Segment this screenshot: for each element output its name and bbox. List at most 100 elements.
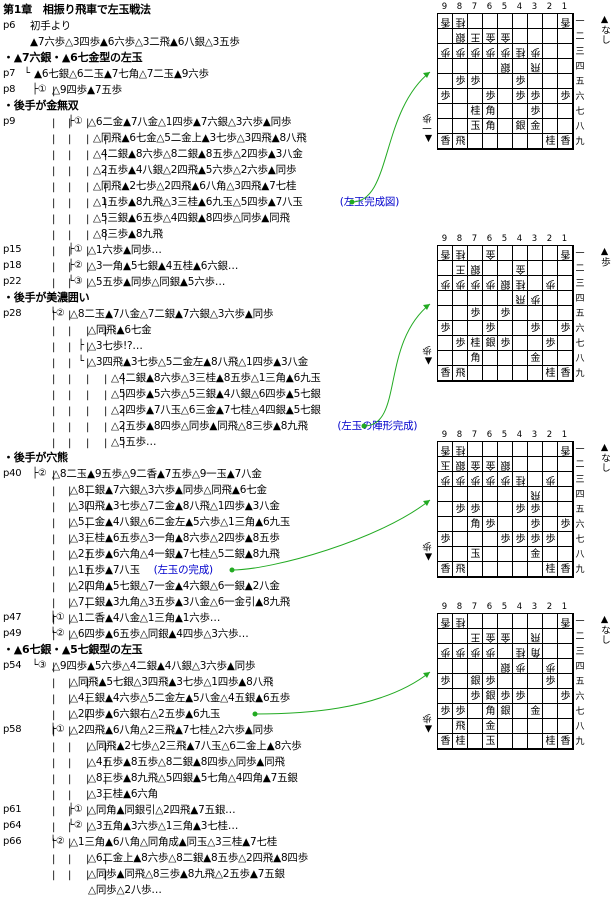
branch-marker: └ xyxy=(24,68,30,79)
shogi-piece: 金 xyxy=(485,248,496,259)
board-square xyxy=(483,614,498,629)
shogi-piece: 香 xyxy=(440,444,451,455)
shogi-piece: 金 xyxy=(485,31,496,42)
board-square xyxy=(438,547,453,562)
board-square xyxy=(483,134,498,149)
board-square xyxy=(543,457,558,472)
page-ref: p54 xyxy=(3,660,22,671)
board-square xyxy=(498,321,513,336)
shogi-piece: 歩 xyxy=(440,646,451,657)
shogi-piece: 銀 xyxy=(500,278,511,289)
board-square xyxy=(543,472,558,487)
board-square xyxy=(528,547,543,562)
board-square xyxy=(483,321,498,336)
board-square xyxy=(528,246,543,261)
shogi-piece: 歩 xyxy=(485,474,496,485)
board-square xyxy=(468,629,483,644)
shogi-piece: 歩 xyxy=(485,646,496,657)
move-text: △2五歩▲6六角△4一銀▲7七桂△5二銀▲8九飛 xyxy=(70,548,280,560)
board-square xyxy=(558,59,573,74)
shogi-piece: 歩 xyxy=(485,676,496,687)
board-square xyxy=(483,104,498,119)
board-square xyxy=(453,74,468,89)
board-square xyxy=(543,614,558,629)
board-square xyxy=(543,659,558,674)
rank-label: 三 xyxy=(575,475,585,485)
board-square xyxy=(498,14,513,29)
board-square xyxy=(483,246,498,261)
shogi-piece: 歩 xyxy=(515,534,526,545)
board-square xyxy=(438,336,453,351)
file-label: 6 xyxy=(486,234,493,244)
shogi-piece: 歩 xyxy=(545,474,556,485)
board-square xyxy=(453,134,468,149)
shogi-piece: 銀 xyxy=(500,61,511,72)
board-square xyxy=(498,734,513,749)
board-square xyxy=(453,659,468,674)
board-square xyxy=(453,547,468,562)
branch-marker: └② xyxy=(50,628,65,639)
board-square xyxy=(513,351,528,366)
board-square xyxy=(528,734,543,749)
shogi-piece: 桂 xyxy=(455,444,466,455)
board-square xyxy=(498,59,513,74)
board-square xyxy=(543,119,558,134)
board-square xyxy=(513,59,528,74)
gote-hand: ▲なし xyxy=(599,14,610,44)
board-square xyxy=(453,336,468,351)
board-square xyxy=(513,134,528,149)
move-text: △同角▲同銀引△2四飛▲7五銀… xyxy=(88,804,236,816)
board-square xyxy=(483,517,498,532)
board-square xyxy=(513,689,528,704)
rank-label: 二 xyxy=(575,264,585,274)
board-square xyxy=(438,502,453,517)
page-ref: p7 xyxy=(3,68,16,79)
board-square xyxy=(438,14,453,29)
board-square xyxy=(498,644,513,659)
shogi-piece: 桂 xyxy=(515,474,526,485)
shogi-piece: 銀 xyxy=(470,676,481,687)
board-grid: 香桂香銀王金金歩歩歩歩歩桂歩飛銀歩歩歩歩歩歩歩歩桂角歩玉角銀金香飛桂香 xyxy=(437,13,574,150)
tree-pipe: | xyxy=(86,422,89,433)
board-square xyxy=(513,119,528,134)
shogi-piece: 歩 xyxy=(560,91,571,102)
tree-pipe: | xyxy=(52,358,55,369)
board-square xyxy=(453,674,468,689)
board-square xyxy=(483,547,498,562)
shogi-piece: 歩 xyxy=(470,504,481,515)
shogi-piece: 角 xyxy=(470,353,481,364)
tree-pipe: | xyxy=(68,198,71,209)
board-square xyxy=(528,644,543,659)
move-text: △3三桂▲6五歩△3一角▲8六歩△2四歩▲8五歩 xyxy=(70,532,280,544)
shogi-piece: 歩 xyxy=(530,534,541,545)
tree-pipe: | xyxy=(86,406,89,417)
tree-pipe: | xyxy=(52,262,55,273)
move-text: △同飛▲6七金 xyxy=(88,324,152,336)
shogi-piece: 歩 xyxy=(470,308,481,319)
board-square xyxy=(468,547,483,562)
shogi-piece: 玉 xyxy=(440,459,451,470)
board-square xyxy=(513,29,528,44)
board-square xyxy=(468,674,483,689)
shogi-piece: 歩 xyxy=(515,91,526,102)
board-square xyxy=(498,442,513,457)
board-square xyxy=(453,306,468,321)
board-square xyxy=(528,659,543,674)
board-square xyxy=(498,502,513,517)
section-heading: ・後手が美濃囲い xyxy=(3,291,90,304)
file-label: 4 xyxy=(516,430,523,440)
diagram-note: (左玉完成図) xyxy=(339,196,400,208)
board-square xyxy=(558,719,573,734)
shogi-piece: 桂 xyxy=(455,16,466,27)
board-square xyxy=(468,306,483,321)
move-text: △5三銀▲6五歩△4四銀▲8四歩△同歩▲同飛 xyxy=(93,212,290,224)
board-square xyxy=(498,89,513,104)
tree-pipe: | xyxy=(68,406,71,417)
tree-pipe: | xyxy=(68,166,71,177)
board-square xyxy=(528,44,543,59)
shogi-piece: 玉 xyxy=(470,121,481,132)
board-square xyxy=(468,366,483,381)
tree-pipe: | xyxy=(68,870,71,881)
tree-pipe: | xyxy=(86,182,89,193)
